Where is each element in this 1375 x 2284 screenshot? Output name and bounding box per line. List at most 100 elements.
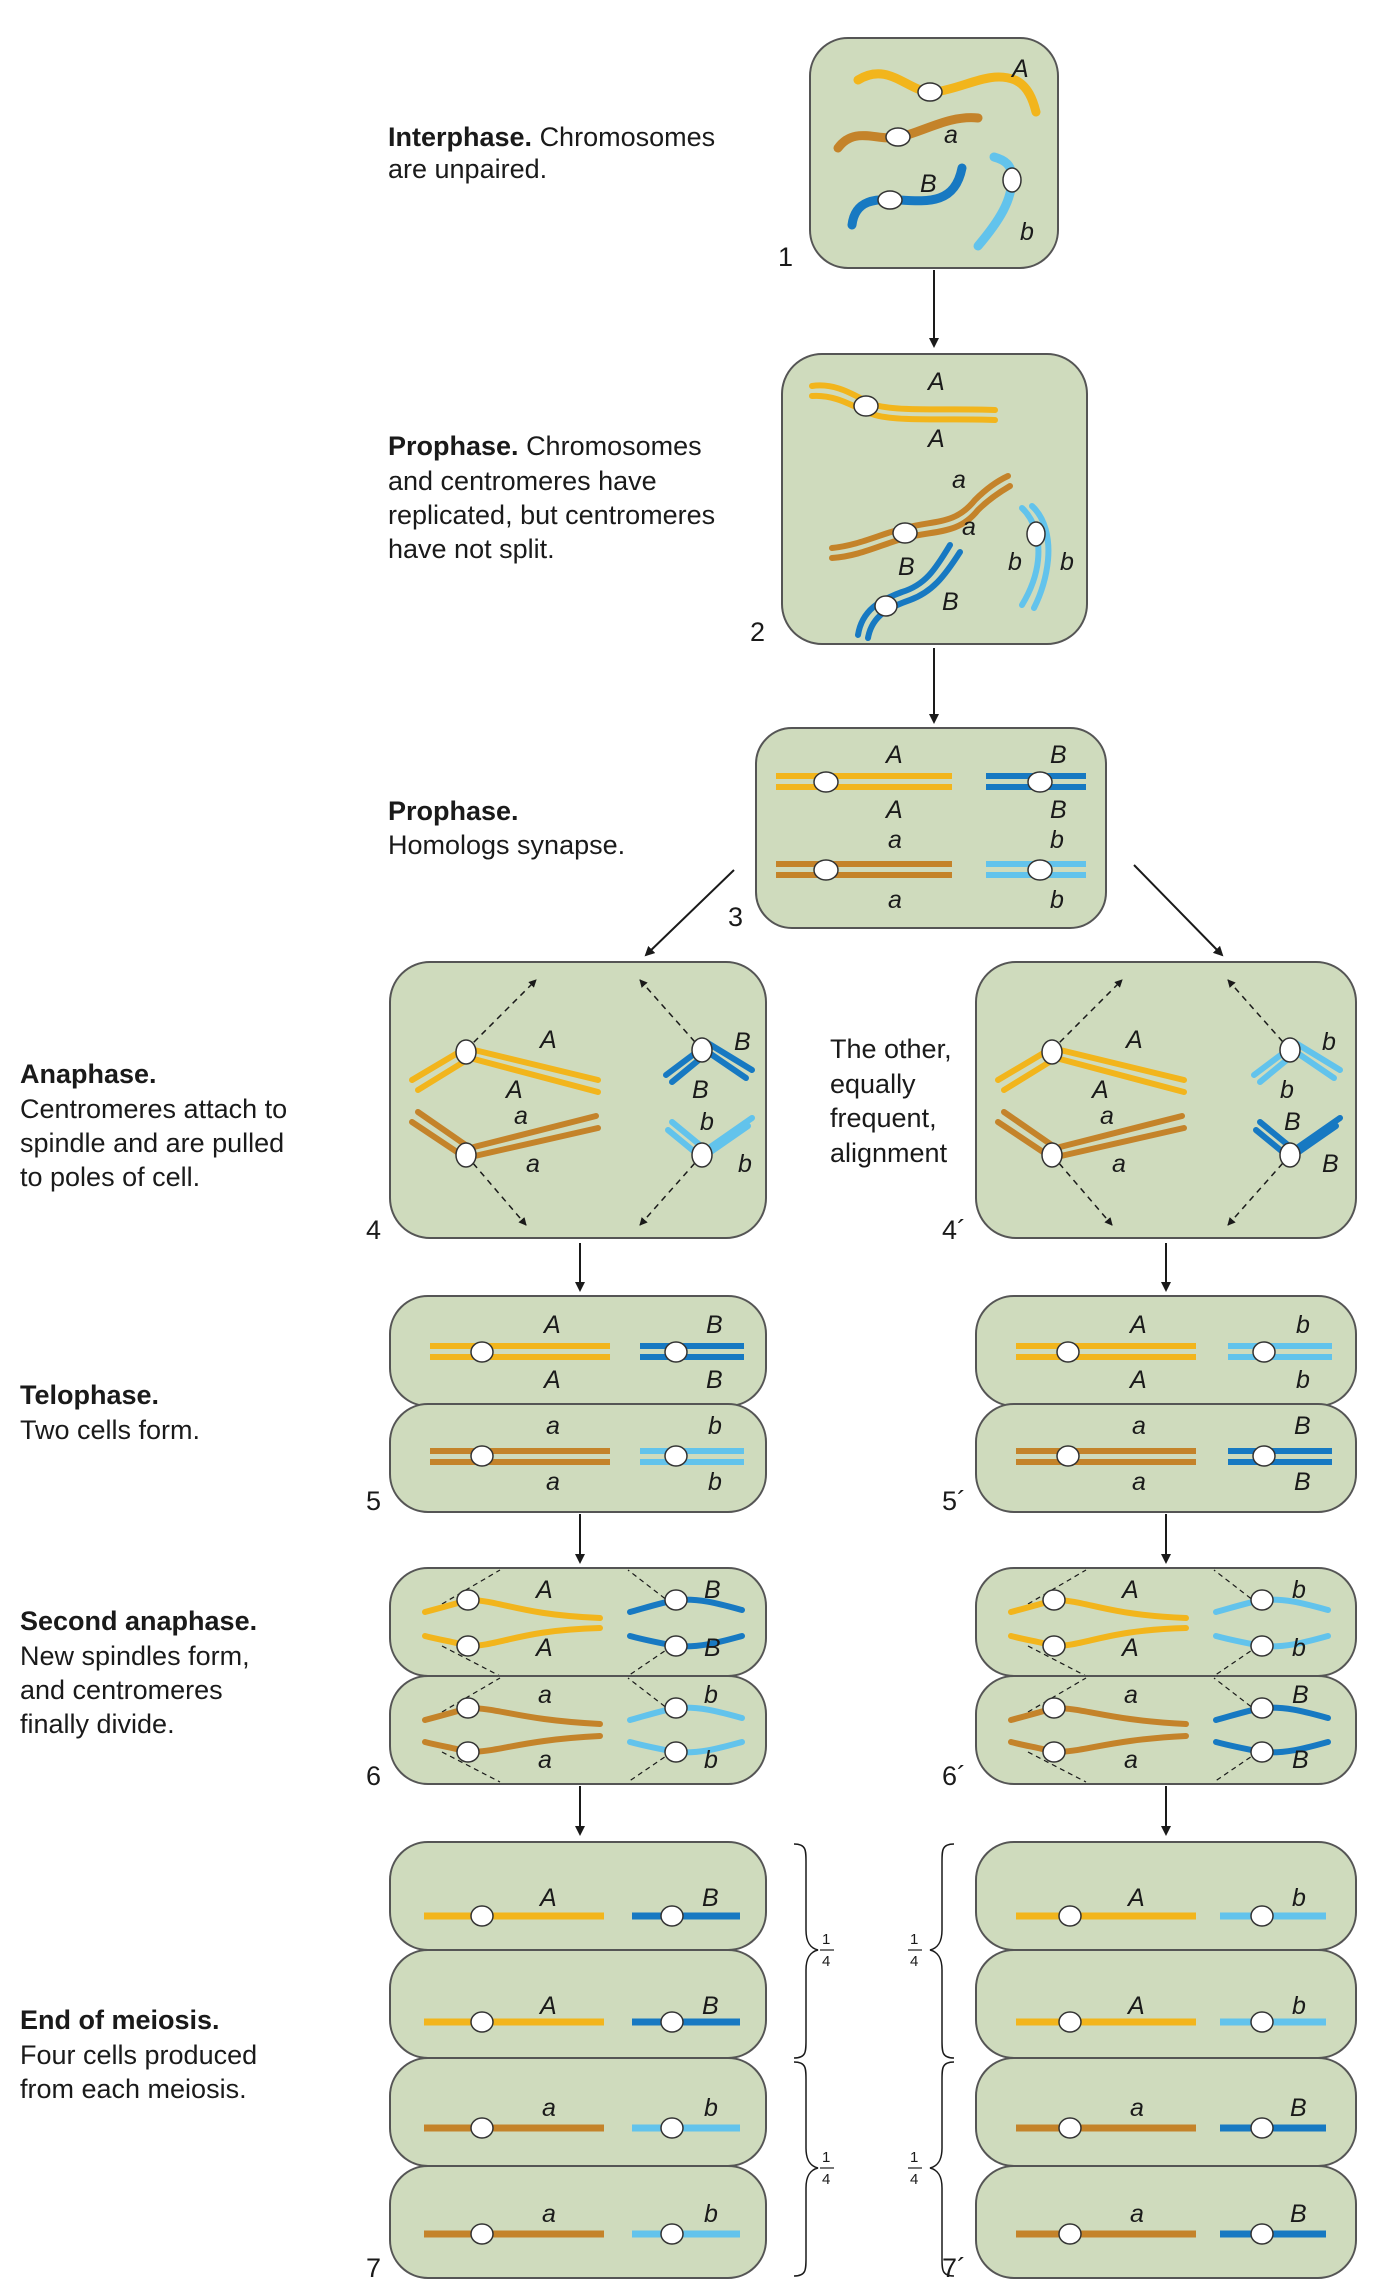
allele-label-a: a xyxy=(888,826,902,854)
prophase-title: Prophase. xyxy=(388,431,519,461)
fraction-denominator: 4 xyxy=(822,2171,830,2188)
allele-label-B: B xyxy=(704,1576,721,1604)
centromere xyxy=(470,1341,494,1363)
step-number: 7 xyxy=(366,2253,381,2283)
centromere xyxy=(470,2223,494,2245)
centromere xyxy=(1250,2223,1274,2245)
allele-label-B: B xyxy=(920,170,937,198)
cell-second-anaphase-left-top: A A B B xyxy=(389,1567,767,1677)
allele-label-b: b xyxy=(700,1108,714,1136)
cell-body xyxy=(809,37,1059,269)
bracket-line xyxy=(929,1843,955,2059)
allele-label-b: b xyxy=(708,1468,722,1496)
flow-arrow xyxy=(1133,864,1224,957)
step-number: 7´ xyxy=(942,2253,966,2283)
spindle-fiber xyxy=(1227,979,1291,1051)
centromere xyxy=(1002,167,1022,193)
spindle-fiber xyxy=(639,979,703,1051)
allele-label-a: a xyxy=(538,1681,552,1709)
allele-label-A: A xyxy=(538,1026,557,1054)
allele-label-A: A xyxy=(538,1884,557,1912)
fraction-numerator: 1 xyxy=(822,1931,830,1948)
fraction-numerator: 1 xyxy=(822,2149,830,2166)
centromere xyxy=(853,395,879,417)
spindle-fiber xyxy=(1227,1154,1291,1226)
chromatid-b xyxy=(1029,503,1052,611)
end-of-meiosis-text-line: Four cells produced xyxy=(20,2040,257,2070)
cell-telophase-left-bottom: a a b b xyxy=(389,1403,767,1513)
allele-label-B: B xyxy=(702,1992,719,2020)
allele-label-a: a xyxy=(1132,1468,1146,1496)
centromere xyxy=(1041,1142,1063,1168)
fraction-denominator: 4 xyxy=(910,2171,918,2188)
cell-gamete-left-1: A B xyxy=(389,1841,767,1951)
chromatid-b xyxy=(1019,505,1042,608)
centromere xyxy=(874,595,898,617)
centromere xyxy=(660,2011,684,2033)
telophase-title: Telophase. xyxy=(20,1380,159,1410)
allele-label-b: b xyxy=(704,2094,718,2122)
centromere xyxy=(1042,1635,1066,1657)
allele-label-A: A xyxy=(1126,1884,1145,1912)
step-number: 2 xyxy=(750,617,765,647)
allele-label-b: b xyxy=(1050,886,1064,914)
allele-label-b: b xyxy=(704,2200,718,2228)
allele-label-a: a xyxy=(542,2094,556,2122)
second-anaphase-text-line: New spindles form, xyxy=(20,1641,250,1671)
cell-telophase-left-top: A A B B xyxy=(389,1295,767,1407)
centromere xyxy=(1250,1635,1274,1657)
allele-label-b: b xyxy=(1050,826,1064,854)
centromere xyxy=(1056,1341,1080,1363)
allele-label-A: A xyxy=(542,1311,561,1339)
cell-body xyxy=(389,2165,767,2279)
label-alternative-alignment: The other, equally frequent, alignment xyxy=(830,1034,952,1168)
svg-text:Prophase. Chromosomes: Prophase. Chromosomes xyxy=(388,431,702,461)
label-second-anaphase: Second anaphase. New spindles form, and … xyxy=(20,1606,257,1739)
label-interphase: Interphase. Chromosomes are unpaired. xyxy=(388,122,715,184)
chromatid-a xyxy=(829,473,1011,551)
allele-label-a: a xyxy=(1112,1150,1126,1178)
allele-label-a: a xyxy=(888,886,902,914)
anaphase-text-line: Centromeres attach to xyxy=(20,1094,287,1124)
centromere xyxy=(1250,2117,1274,2139)
allele-label-B: B xyxy=(1294,1412,1311,1440)
allele-label-a: a xyxy=(1132,1412,1146,1440)
allele-label-B: B xyxy=(1284,1108,1301,1136)
cell-body xyxy=(975,1403,1357,1513)
centromere xyxy=(456,1635,480,1657)
telophase-text-line: Two cells form. xyxy=(20,1415,200,1445)
cell-prophase-synapsis: A A a a B B b b xyxy=(755,727,1107,929)
allele-label-B: B xyxy=(702,1884,719,1912)
allele-label-B: B xyxy=(692,1076,709,1104)
centromere xyxy=(1027,771,1053,793)
step-number: 5 xyxy=(366,1486,381,1516)
centromere xyxy=(470,2117,494,2139)
cell-gamete-right-4: a B xyxy=(975,2165,1357,2279)
label-prophase-replication: Prophase. Chromosomes and centromeres ha… xyxy=(388,431,715,564)
allele-label-B: B xyxy=(1290,2200,1307,2228)
allele-label-A: A xyxy=(538,1992,557,2020)
allele-label-a: a xyxy=(1124,1681,1138,1709)
allele-label-a: a xyxy=(514,1102,528,1130)
centromere xyxy=(660,2117,684,2139)
step-number: 1 xyxy=(778,242,793,272)
cell-body xyxy=(389,1403,767,1513)
bracket-left-upper: 1 4 xyxy=(793,1843,834,2059)
cell-gamete-left-4: a b xyxy=(389,2165,767,2279)
cell-body xyxy=(975,2165,1357,2279)
allele-label-A: A xyxy=(1128,1366,1147,1394)
allele-label-b: b xyxy=(1008,548,1022,576)
allele-label-A: A xyxy=(884,741,903,769)
cell-second-anaphase-right-top: A A b b xyxy=(975,1567,1357,1677)
allele-label-b: b xyxy=(1060,548,1074,576)
allele-label-A: A xyxy=(1124,1026,1143,1054)
bracket-right-upper: 1 4 xyxy=(908,1843,955,2059)
label-prophase-synapsis: Prophase. Homologs synapse. xyxy=(388,796,625,860)
centromere xyxy=(885,127,911,147)
allele-label-A: A xyxy=(504,1076,523,1104)
allele-label-B: B xyxy=(706,1311,723,1339)
centromere xyxy=(664,1741,688,1763)
allele-label-b: b xyxy=(704,1681,718,1709)
chromatid-a xyxy=(1049,1113,1187,1161)
